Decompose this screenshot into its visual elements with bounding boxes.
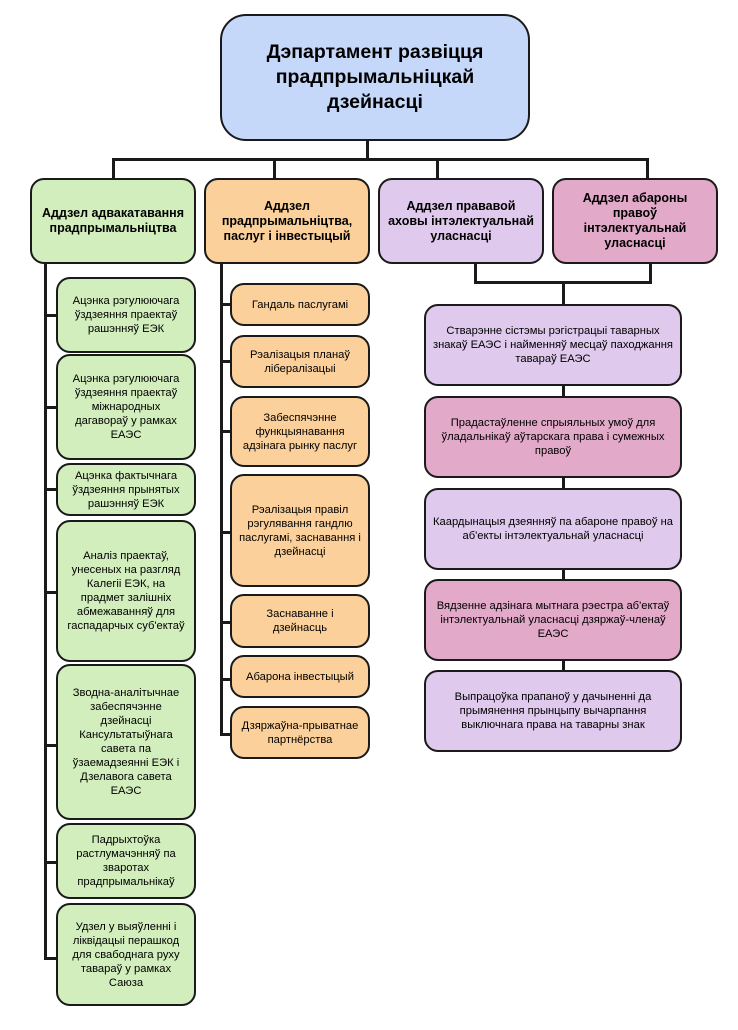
- entrepreneurship-item: Заснаванне і дзейнасць: [230, 594, 370, 648]
- connector-top-bus: [112, 158, 649, 161]
- connector-dept4: [646, 158, 649, 178]
- connector-dept3: [436, 158, 439, 178]
- ip-shared-item-text: Выпрацоўка прапаноў у дачыненні да прымя…: [454, 691, 652, 731]
- entrepreneurship-item: Рэалізацыя планаў лібералізацыі: [230, 335, 370, 388]
- connector-col1-item5: [44, 744, 58, 747]
- advocacy-item: Аналіз праектаў, унесеных на разгляд Кал…: [56, 520, 196, 662]
- department-title: Дэпартамент развіцця прадпрымальніцкай д…: [266, 41, 484, 113]
- entrepreneurship-item-text: Рэалізацыя правіл рэгулявання гандлю пас…: [239, 503, 361, 558]
- ip-shared-item-text: Прадастаўленне спрыяльных умоў для ўлада…: [441, 417, 665, 457]
- dept-ip-protection-box: Аддзел абароны правоў інтэлектуальнай ул…: [552, 178, 718, 264]
- advocacy-item-text: Ацэнка рэгулюючага ўздзеяння праектаў ра…: [72, 295, 180, 335]
- connector-col2-item6: [220, 678, 232, 681]
- ip-shared-item-text: Вядзенне адзінага мытнага рэестра аб'ект…: [436, 600, 670, 640]
- connector-col2-item1: [220, 303, 232, 306]
- entrepreneurship-item: Рэалізацыя правіл рэгулявання гандлю пас…: [230, 474, 370, 587]
- entrepreneurship-item: Гандаль паслугамі: [230, 283, 370, 326]
- connector-col2-item3: [220, 430, 232, 433]
- ip-shared-item-text: Каардынацыя дзеянняў па абароне правоў н…: [432, 516, 674, 542]
- connector-col1-item3: [44, 488, 58, 491]
- connector-col1-item2: [44, 406, 58, 409]
- connector-dept1: [112, 158, 115, 178]
- entrepreneurship-item-text: Рэалізацыя планаў лібералізацыі: [250, 348, 350, 375]
- entrepreneurship-item: Абарона інвестыцый: [230, 655, 370, 698]
- dept-advocacy-label: Аддзел адвакатавання прадпрымальніцтва: [42, 206, 184, 235]
- connector-dept2: [273, 158, 276, 178]
- dept-entrepreneurship-label: Аддзел прадпрымальніцтва, паслуг і інвес…: [221, 198, 353, 243]
- connector-col1-spine: [44, 263, 47, 959]
- entrepreneurship-item: Забеспячэнне функцыянавання адзінага рын…: [230, 396, 370, 467]
- connector-col2-item2: [220, 360, 232, 363]
- connector-col2-spine: [220, 263, 223, 735]
- dept-ip-legal-box: Аддзел прававой аховы інтэлектуальнай ул…: [378, 178, 544, 264]
- entrepreneurship-item-text: Заснаванне і дзейнасць: [266, 608, 334, 634]
- connector-right-spine: [562, 281, 565, 681]
- entrepreneurship-item-text: Абарона інвестыцый: [246, 670, 354, 683]
- entrepreneurship-item: Дзяржаўна-прыватнае партнёрства: [230, 706, 370, 759]
- connector-col1-item6: [44, 861, 58, 864]
- dept-entrepreneurship-box: Аддзел прадпрымальніцтва, паслуг і інвес…: [204, 178, 370, 264]
- dept-advocacy-box: Аддзел адвакатавання прадпрымальніцтва: [30, 178, 196, 264]
- connector-root-down: [366, 140, 369, 160]
- ip-shared-item: Каардынацыя дзеянняў па абароне правоў н…: [424, 488, 682, 570]
- entrepreneurship-item-text: Забеспячэнне функцыянавання адзінага рын…: [242, 411, 358, 452]
- ip-shared-item: Выпрацоўка прапаноў у дачыненні да прымя…: [424, 670, 682, 752]
- connector-col1-item1: [44, 314, 58, 317]
- advocacy-item-text: Удзел у выяўленні і ліквідацыі перашкод …: [72, 920, 180, 989]
- advocacy-item-text: Ацэнка рэгулюючага ўздзеяння праектаў мі…: [72, 373, 180, 441]
- advocacy-item-text: Зводна-аналітычнае забеспячэнне дзейнасц…: [72, 687, 180, 797]
- connector-col2-item5: [220, 621, 232, 624]
- connector-col2-item4: [220, 531, 232, 534]
- ip-shared-item: Стварэнне сістэмы рэгістрацыі таварных з…: [424, 304, 682, 386]
- department-root-box: Дэпартамент развіцця прадпрымальніцкай д…: [220, 14, 530, 141]
- advocacy-item: Падрыхтоўка растлумачэнняў па зваротах п…: [56, 823, 196, 899]
- advocacy-item-text: Аналіз праектаў, унесеных на разгляд Кал…: [67, 550, 185, 632]
- ip-shared-item: Вядзенне адзінага мытнага рэестра аб'ект…: [424, 579, 682, 661]
- entrepreneurship-item-text: Дзяржаўна-прыватнае партнёрства: [241, 719, 359, 746]
- connector-col1-item4: [44, 591, 58, 594]
- connector-col3-down: [474, 263, 477, 283]
- advocacy-item-text: Ацэнка фактычнага ўздзеяння прынятых раш…: [72, 469, 180, 510]
- connector-col2-item7: [220, 733, 232, 736]
- advocacy-item: Удзел у выяўленні і ліквідацыі перашкод …: [56, 903, 196, 1006]
- advocacy-item: Ацэнка рэгулюючага ўздзеяння праектаў ра…: [56, 277, 196, 353]
- connector-col1-item7: [44, 957, 58, 960]
- advocacy-item: Ацэнка фактычнага ўздзеяння прынятых раш…: [56, 463, 196, 516]
- ip-shared-item: Прадастаўленне спрыяльных умоў для ўлада…: [424, 396, 682, 478]
- advocacy-item-text: Падрыхтоўка растлумачэнняў па зваротах п…: [76, 834, 176, 888]
- ip-shared-item-text: Стварэнне сістэмы рэгістрацыі таварных з…: [433, 325, 673, 365]
- dept-ip-protection-label: Аддзел абароны правоў інтэлектуальнай ул…: [582, 191, 688, 250]
- advocacy-item: Ацэнка рэгулюючага ўздзеяння праектаў мі…: [56, 354, 196, 460]
- entrepreneurship-item-text: Гандаль паслугамі: [251, 298, 349, 311]
- dept-ip-legal-label: Аддзел прававой аховы інтэлектуальнай ул…: [388, 198, 534, 243]
- connector-col4-down: [649, 263, 652, 283]
- advocacy-item: Зводна-аналітычнае забеспячэнне дзейнасц…: [56, 664, 196, 820]
